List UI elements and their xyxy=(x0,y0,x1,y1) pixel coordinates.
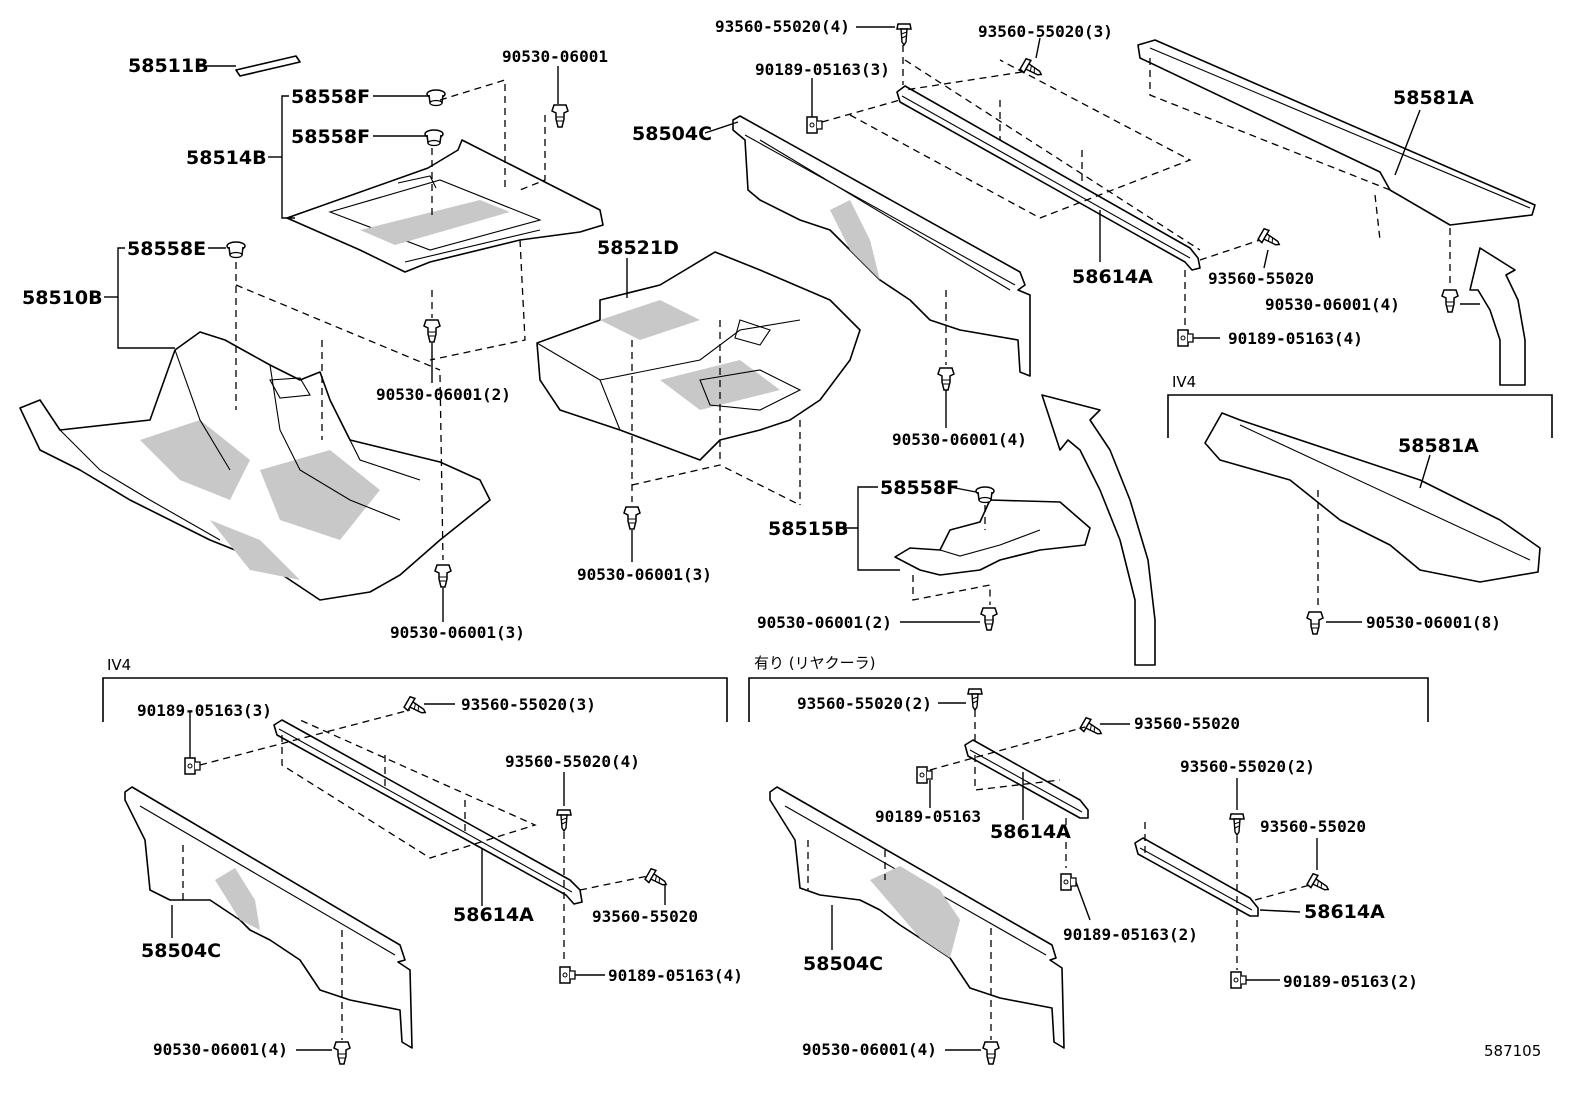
plug-58558f-2 xyxy=(424,129,444,147)
clip-90530-h xyxy=(1306,611,1324,635)
callout-label: 58614A xyxy=(1072,266,1153,288)
screw-93560-j xyxy=(1305,872,1333,897)
callout-label: 90530-06001(4) xyxy=(1265,295,1400,314)
part-58511b xyxy=(235,55,301,77)
part-58614a-bottom-left xyxy=(273,719,583,905)
callout-label: 58515B xyxy=(768,518,849,540)
nut-90189-g xyxy=(1230,971,1247,989)
clip-90530-a xyxy=(551,104,569,128)
leader-lines xyxy=(104,26,1480,1051)
nut-90189-d xyxy=(559,966,576,984)
callout-label: 90189-05163(2) xyxy=(1283,972,1418,991)
diagram-id: 587105 xyxy=(1484,1042,1541,1060)
callout-label: 58514B xyxy=(186,147,267,169)
section-label-rear-cooler: 有り (リヤクーラ) xyxy=(754,654,875,672)
callout-label: 58558F xyxy=(291,86,370,108)
callout-label: 58504C xyxy=(803,953,883,975)
clip-90530-c xyxy=(434,564,452,588)
callout-label: 90189-05163(4) xyxy=(1228,329,1363,348)
callout-label: 90189-05163(3) xyxy=(755,60,890,79)
part-58521d xyxy=(536,251,861,461)
assembly-arrow-left xyxy=(1041,394,1156,666)
callout-label: 90530-06001(4) xyxy=(892,430,1027,449)
callout-label: 90530-06001(2) xyxy=(757,613,892,632)
clip-90530-i xyxy=(333,1041,351,1065)
callout-label: 90189-05163(3) xyxy=(137,701,272,720)
callout-label: 58511B xyxy=(128,55,209,77)
callout-label: 58614A xyxy=(453,904,534,926)
callout-label: 90189-05163(4) xyxy=(608,966,743,985)
callout-label: 90530-06001(8) xyxy=(1366,613,1501,632)
callout-label: 58558E xyxy=(127,238,206,260)
callout-label: 93560-55020(2) xyxy=(797,694,932,713)
assembly-arrow-right xyxy=(1469,247,1526,386)
callout-label: 90530-06001(3) xyxy=(577,565,712,584)
screw-93560-g xyxy=(967,688,983,711)
callout-label: 93560-55020(3) xyxy=(978,22,1113,41)
clip-90530-e xyxy=(937,367,955,391)
callout-label: 93560-55020(2) xyxy=(1180,757,1315,776)
callout-label: 90530-06001(3) xyxy=(390,623,525,642)
callout-label: 58521D xyxy=(597,237,679,259)
clip-90530-g xyxy=(1441,289,1459,313)
callout-label: 58504C xyxy=(632,123,712,145)
callout-label: 58504C xyxy=(141,940,221,962)
callout-label: 58581A xyxy=(1393,87,1474,109)
callout-label: 93560-55020 xyxy=(1208,269,1314,288)
part-58581a-iv4 xyxy=(1204,412,1541,583)
clip-90530-b xyxy=(423,319,441,343)
callout-label: 93560-55020(4) xyxy=(505,752,640,771)
assembly-dashed-lines xyxy=(182,45,1451,1040)
screw-93560-h xyxy=(1078,716,1106,741)
callout-label: 90530-06001(2) xyxy=(376,385,511,404)
part-58514b xyxy=(286,139,604,273)
callout-label: 93560-55020 xyxy=(1260,817,1366,836)
clip-90530-f xyxy=(980,607,998,631)
callout-label: 90189-05163 xyxy=(875,807,981,826)
callout-label: 58614A xyxy=(990,821,1071,843)
callout-label: 90189-05163(2) xyxy=(1063,925,1198,944)
part-58504c-bottom-left xyxy=(124,786,413,1049)
callout-label: 93560-55020 xyxy=(592,907,698,926)
screw-93560-e xyxy=(556,809,572,832)
nut-90189-b xyxy=(1177,329,1194,347)
screw-93560-d xyxy=(402,695,430,720)
screw-93560-c xyxy=(1256,227,1284,252)
callout-label: 93560-55020(3) xyxy=(461,695,596,714)
callout-label: 90530-06001(4) xyxy=(153,1040,288,1059)
screw-93560-i xyxy=(1229,813,1245,836)
callout-label: 58614A xyxy=(1304,901,1385,923)
part-58614a-bottom-center xyxy=(964,739,1089,819)
callout-label: 58558F xyxy=(880,477,959,499)
callout-label: 93560-55020(4) xyxy=(715,17,850,36)
callout-label: 58558F xyxy=(291,126,370,148)
plug-58558f-1 xyxy=(426,89,446,107)
nut-90189-f xyxy=(1060,873,1077,891)
section-label-iv4-right: IV4 xyxy=(1172,373,1196,391)
callout-label: 58510B xyxy=(22,287,103,309)
clip-90530-j xyxy=(982,1041,1000,1065)
callout-label: 58581A xyxy=(1398,435,1479,457)
rear-cooler-bracket xyxy=(748,677,1429,722)
iv4-bottom-bracket xyxy=(102,677,728,722)
part-58581a-top xyxy=(1137,39,1536,226)
callout-label: 90530-06001(4) xyxy=(802,1040,937,1059)
screw-93560-f xyxy=(643,867,671,892)
part-58614a-bottom-right xyxy=(1134,837,1259,917)
clip-90530-d xyxy=(623,506,641,530)
iv4-right-bracket xyxy=(1167,394,1553,438)
plug-58558e xyxy=(226,241,246,259)
callout-label: 90530-06001 xyxy=(502,47,608,66)
nut-90189-a xyxy=(806,116,823,134)
callout-label: 93560-55020 xyxy=(1134,714,1240,733)
plug-58558f-3 xyxy=(975,486,995,504)
screw-93560-a xyxy=(896,23,912,46)
section-label-iv4-bottom: IV4 xyxy=(107,656,131,674)
part-58510b xyxy=(19,331,491,601)
nut-90189-c xyxy=(184,757,201,775)
part-58515b xyxy=(894,499,1091,576)
part-58504c-top xyxy=(732,115,1031,377)
